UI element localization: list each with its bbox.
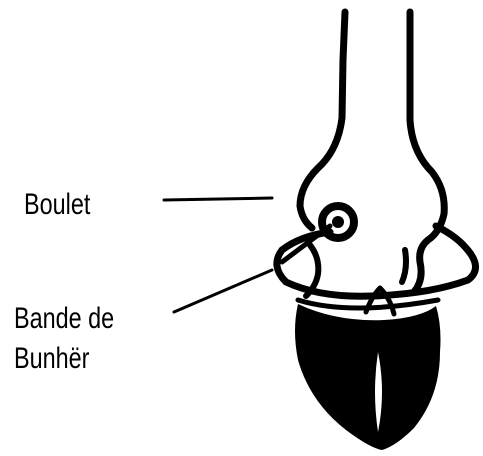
leg-right-outline: [410, 12, 444, 292]
bande-pointer: [174, 270, 272, 312]
leg-left-outline: [300, 12, 345, 228]
pastern-right-line: [402, 250, 406, 282]
hoof: [295, 304, 441, 450]
boulet-pointer: [164, 198, 272, 200]
boulet-ball-inner: [332, 216, 344, 228]
bunher-band: [277, 226, 476, 296]
